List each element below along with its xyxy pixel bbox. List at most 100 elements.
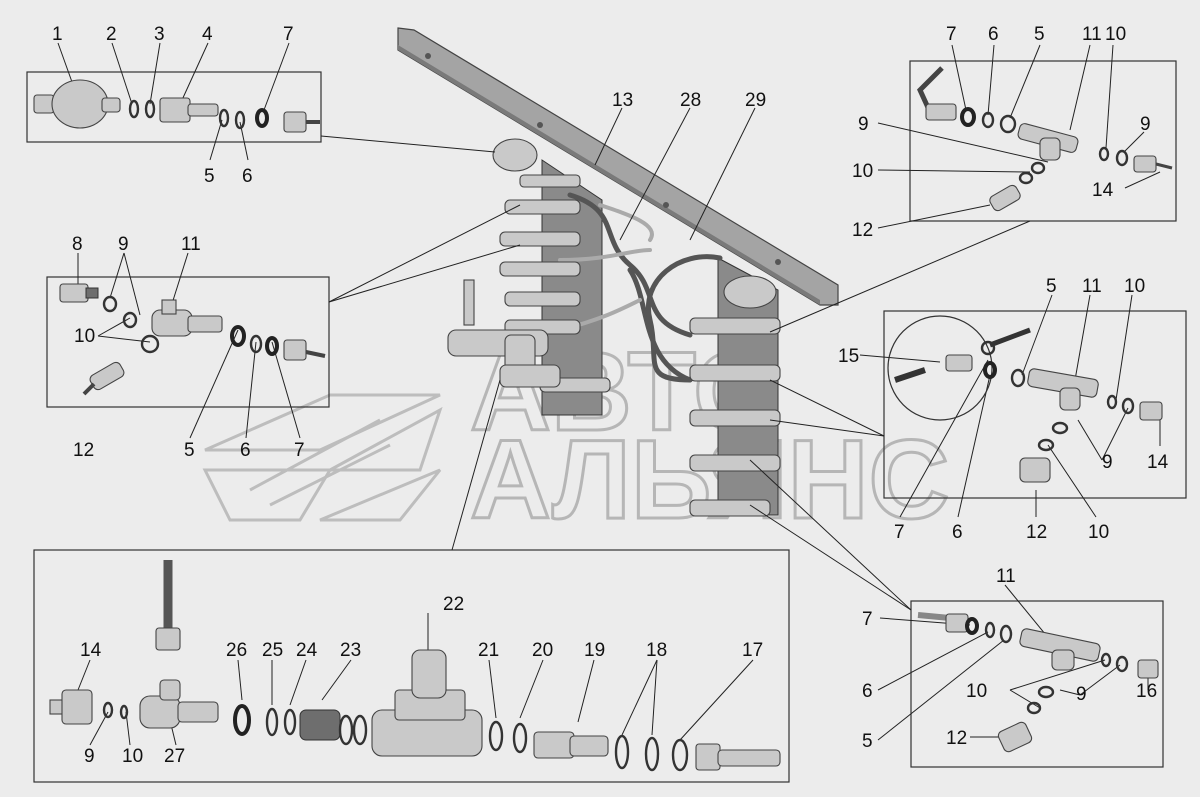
- washer-icon: [1026, 701, 1042, 715]
- label-b5: 5: [184, 440, 195, 461]
- label-f19: 19: [584, 640, 605, 661]
- hose-fitting-icon: [283, 111, 320, 133]
- union-nut-icon: [233, 704, 251, 736]
- label-c10: 10: [1105, 24, 1126, 45]
- box-sensor-assembly: [26, 71, 322, 143]
- tee-fitting-icon: [1019, 628, 1101, 671]
- label-a3: 3: [154, 24, 165, 45]
- gauge-sensor-icon: [33, 79, 121, 129]
- tube-stub-icon: [695, 743, 781, 771]
- elbow-fitting-icon: [989, 184, 1021, 212]
- label-a2: 2: [106, 24, 117, 45]
- central-assembly: [397, 27, 839, 517]
- label-c11: 11: [1082, 24, 1102, 45]
- pressure-sensor-icon: [1139, 401, 1163, 421]
- box-left-tee-assembly: [46, 276, 330, 408]
- label-f24: 24: [296, 640, 318, 661]
- bottom-right-assembly-parts: [917, 612, 1159, 753]
- elbow-fitting-icon: [82, 361, 125, 396]
- label-b11: 11: [181, 234, 201, 255]
- adapter-fitting-icon: [159, 97, 219, 123]
- label-m29: 29: [745, 90, 766, 111]
- callout-labels: 1 2 3 4 7 5 6 13 28 29 8 9 11 10 12 5 6 …: [52, 24, 1169, 767]
- pipe-with-nut-icon: [155, 560, 181, 651]
- box-mid-right-assembly: [883, 310, 1187, 499]
- hose-icon: [558, 192, 723, 383]
- washer-icon: [102, 701, 114, 719]
- union-nut-icon: [230, 325, 246, 347]
- watermark-line2: АЛЬЯНС: [470, 417, 949, 542]
- label-e12: 12: [946, 728, 967, 749]
- washer-icon: [999, 624, 1013, 644]
- left-tee-assembly-parts: [59, 283, 326, 396]
- bolt-icon: [980, 327, 1031, 356]
- pressure-sensor-icon: [49, 689, 93, 725]
- washer-icon: [265, 336, 279, 356]
- adapter-fitting-icon: [533, 731, 609, 759]
- label-d9: 9: [1102, 452, 1113, 473]
- box-valve-assembly: [33, 549, 790, 783]
- pressure-sensor-icon: [59, 283, 99, 303]
- washer-icon: [644, 736, 660, 772]
- washer-icon: [218, 108, 230, 128]
- label-a5: 5: [204, 166, 215, 187]
- box-bottom-right-assembly: [910, 600, 1164, 768]
- label-e10: 10: [966, 681, 987, 702]
- washer-icon: [1051, 421, 1069, 435]
- washer-icon: [984, 621, 996, 639]
- box-top-right-assembly: [909, 60, 1177, 222]
- washer-icon: [1037, 685, 1055, 699]
- mid-right-assembly-parts: [887, 315, 1163, 483]
- label-f10: 10: [122, 746, 143, 767]
- label-f14: 14: [80, 640, 102, 661]
- washer-icon: [283, 708, 297, 736]
- label-f17: 17: [742, 640, 763, 661]
- washer-icon: [1010, 368, 1026, 388]
- label-b6: 6: [240, 440, 251, 461]
- sensor-assembly-parts: [33, 79, 320, 133]
- label-e5: 5: [862, 731, 873, 752]
- label-e6: 6: [862, 681, 873, 702]
- washer-icon: [960, 107, 976, 127]
- label-d12: 12: [1026, 522, 1047, 543]
- watermark-logo-icon: [202, 393, 443, 522]
- label-a4: 4: [202, 24, 213, 45]
- washer-icon: [122, 311, 138, 329]
- label-d10b: 10: [1088, 522, 1109, 543]
- bracket-icon: [397, 27, 839, 306]
- label-m28: 28: [680, 90, 701, 111]
- union-nut-icon: [255, 108, 269, 128]
- label-e7: 7: [862, 609, 873, 630]
- label-c9b: 9: [1140, 114, 1151, 135]
- label-d15: 15: [838, 346, 859, 367]
- label-c9a: 9: [858, 114, 869, 135]
- label-c5: 5: [1034, 24, 1045, 45]
- washer-icon: [1030, 161, 1046, 175]
- washer-icon: [338, 714, 354, 746]
- washer-icon: [981, 111, 995, 129]
- washer-icon: [1100, 652, 1112, 668]
- hose-fitting-icon: [283, 339, 326, 361]
- union-nut-icon: [925, 103, 957, 121]
- union-nut-icon: [945, 354, 973, 372]
- washer-icon: [140, 334, 160, 354]
- washer-icon: [128, 99, 156, 119]
- tee-fitting-icon: [1027, 368, 1099, 411]
- label-c10b: 10: [852, 161, 873, 182]
- washer-icon: [1121, 397, 1135, 415]
- label-f18: 18: [646, 640, 667, 661]
- washer-icon: [265, 707, 279, 737]
- label-d5: 5: [1046, 276, 1057, 297]
- washer-icon: [1115, 655, 1129, 673]
- detail-circle: [887, 315, 993, 421]
- washer-icon: [1098, 146, 1110, 162]
- label-d14: 14: [1147, 452, 1169, 473]
- label-b7: 7: [294, 440, 305, 461]
- washer-icon: [234, 110, 246, 130]
- label-f23: 23: [340, 640, 361, 661]
- washer-icon: [1037, 438, 1055, 452]
- label-c14: 14: [1092, 180, 1114, 201]
- label-a1: 1: [52, 24, 63, 45]
- label-c6: 6: [988, 24, 999, 45]
